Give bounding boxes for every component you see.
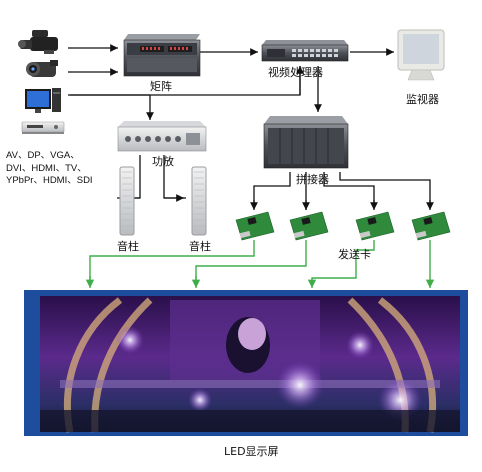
sending-card-icon [235, 211, 275, 241]
column-speaker-icon [191, 166, 207, 236]
led-display-screen [24, 290, 468, 436]
matrix-device-icon [123, 34, 201, 77]
camcorder-icon [26, 60, 58, 77]
sending-card-label: 发送卡 [338, 248, 371, 261]
sending-card-icon [411, 211, 451, 241]
source-line-2: DVI、HDMI、TV、 [6, 162, 87, 174]
column-speaker-icon [119, 166, 135, 236]
splicer-device-icon [263, 116, 349, 169]
amplifier-label: 功放 [152, 155, 174, 168]
led-screen-label: LED显示屏 [224, 445, 279, 458]
sending-card-icon [355, 211, 395, 241]
amplifier-device-icon [117, 121, 207, 152]
video-processor-label: 视频处理器 [268, 66, 323, 79]
dvd-player-icon [21, 121, 65, 134]
black-connections [68, 44, 434, 210]
source-line-3: YPbPr、HDMI、SDI [6, 175, 93, 186]
green-connections [85, 240, 435, 288]
computer-icon [25, 88, 61, 113]
source-line-1: AV、DP、VGA、 [6, 150, 80, 161]
monitor-label: 监视器 [406, 93, 439, 106]
splicer-label: 拼接器 [296, 173, 329, 186]
monitor-icon [397, 29, 445, 81]
source-signal-types: AV、DP、VGA、 DVI、HDMI、TV、 YPbPr、HDMI、SDI [6, 150, 93, 188]
matrix-label: 矩阵 [150, 80, 172, 93]
video-camera-icon [18, 30, 58, 54]
sending-card-icon [289, 211, 329, 241]
video-processor-device-icon [261, 40, 349, 62]
speaker-right-label: 音柱 [189, 240, 211, 253]
speaker-left-label: 音柱 [117, 240, 139, 253]
